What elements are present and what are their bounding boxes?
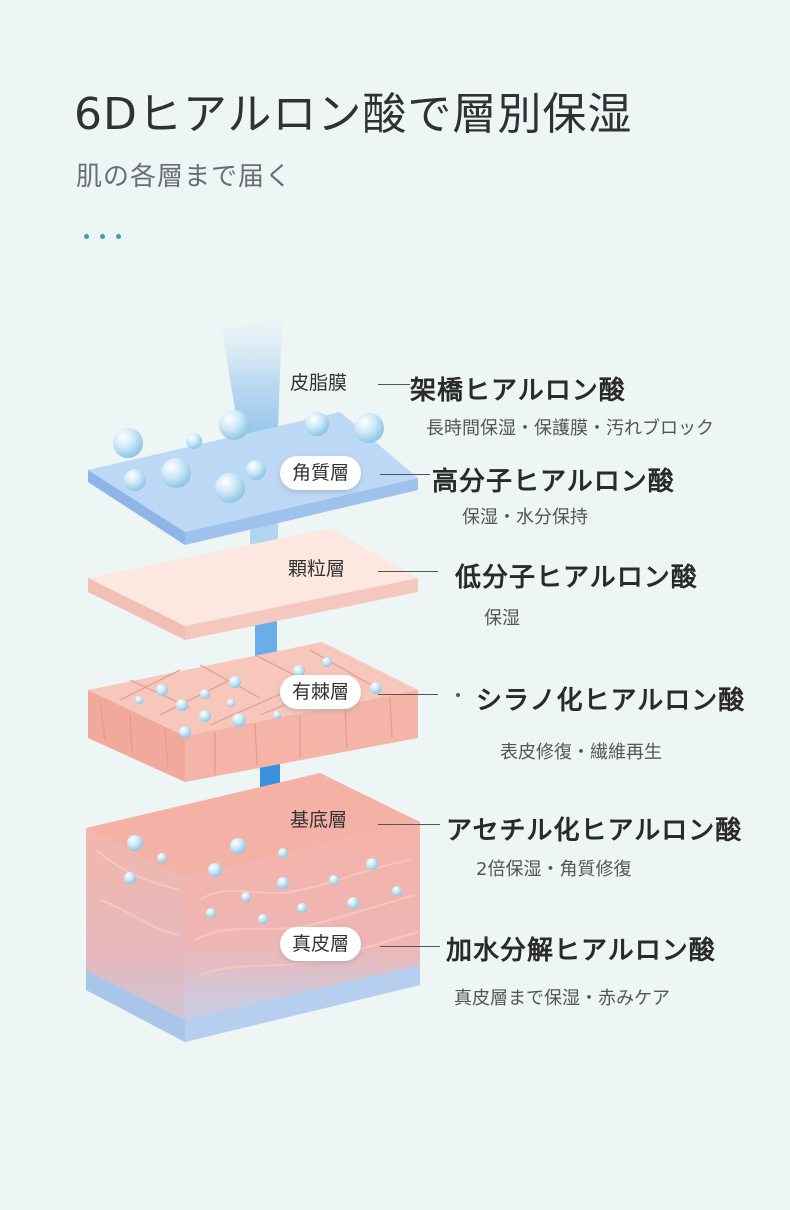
accent-dots <box>84 224 132 243</box>
layer-label-basal: 基底層 <box>290 809 348 831</box>
hyaluronic-bubbles <box>113 410 384 503</box>
acid-description: 2倍保湿・角質修復 <box>476 859 632 880</box>
acid-description: 長時間保湿・保護膜・汚れブロック <box>426 418 714 439</box>
leader-line <box>378 824 440 825</box>
layer-block-dermis <box>86 773 420 1042</box>
acid-description: 保湿 <box>484 608 520 629</box>
accent-dot <box>100 234 105 239</box>
acid-description: 保湿・水分保持 <box>462 507 588 528</box>
bullet-dot <box>456 693 460 697</box>
leader-line <box>378 571 438 572</box>
leader-line <box>378 384 410 385</box>
layer-label-spinous: 有棘層 <box>280 675 362 709</box>
page-title: 6Dヒアルロン酸で層別保湿 <box>74 89 633 140</box>
acid-description: 真皮層まで保湿・赤みケア <box>454 988 670 1009</box>
layer-sheet-granular <box>88 528 418 640</box>
acid-name-acetylated: アセチル化ヒアルロン酸 <box>446 816 743 846</box>
acid-name-low-molecular: 低分子ヒアルロン酸 <box>455 563 698 593</box>
acid-name-hydrolyzed: 加水分解ヒアルロン酸 <box>446 936 716 966</box>
leader-line <box>380 946 440 947</box>
leader-line <box>380 474 430 475</box>
acid-description: 表皮修復・繊維再生 <box>500 742 662 763</box>
layer-label-dermis: 真皮層 <box>280 927 362 961</box>
layer-label-corneum: 角質層 <box>280 456 362 490</box>
accent-dot <box>84 234 89 239</box>
acid-name-high-molecular: 高分子ヒアルロン酸 <box>432 467 675 497</box>
page-subtitle: 肌の各層まで届く <box>76 162 293 192</box>
layer-label-granular: 顆粒層 <box>288 558 346 580</box>
acid-name-silanol: シラノ化ヒアルロン酸 <box>476 686 746 716</box>
layer-block-spinous <box>88 642 418 782</box>
leader-line <box>378 694 438 695</box>
accent-dot <box>116 234 121 239</box>
acid-name-crosslinked: 架橋ヒアルロン酸 <box>410 376 626 406</box>
layer-label-sebum: 皮脂膜 <box>290 372 348 394</box>
